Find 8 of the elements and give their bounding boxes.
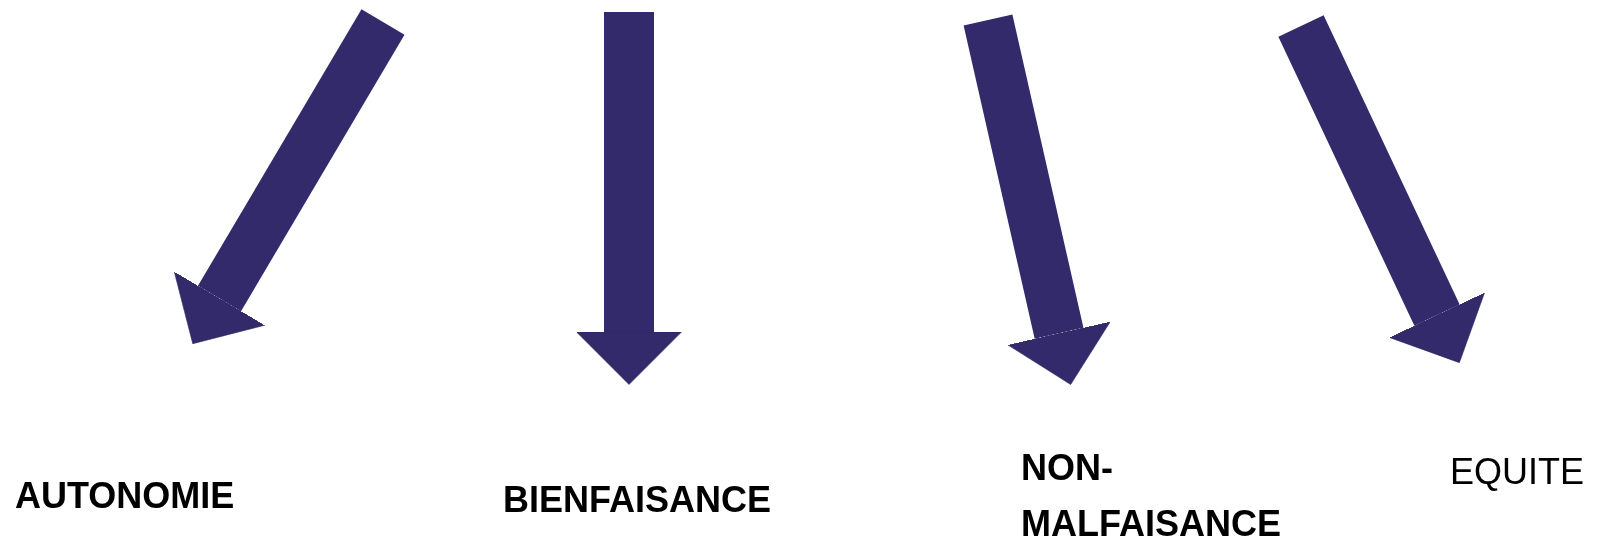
- block-arrow: [1278, 15, 1485, 363]
- block-arrow: [174, 9, 405, 344]
- block-arrow: [576, 12, 682, 385]
- principle-label: AUTONOMIE: [15, 468, 295, 524]
- principle-label: NON- MALFAISANCE: [1021, 440, 1321, 545]
- principle-label: BIENFAISANCE: [503, 472, 803, 528]
- block-arrow: [963, 14, 1111, 385]
- principle-label: EQUITE: [1450, 444, 1600, 500]
